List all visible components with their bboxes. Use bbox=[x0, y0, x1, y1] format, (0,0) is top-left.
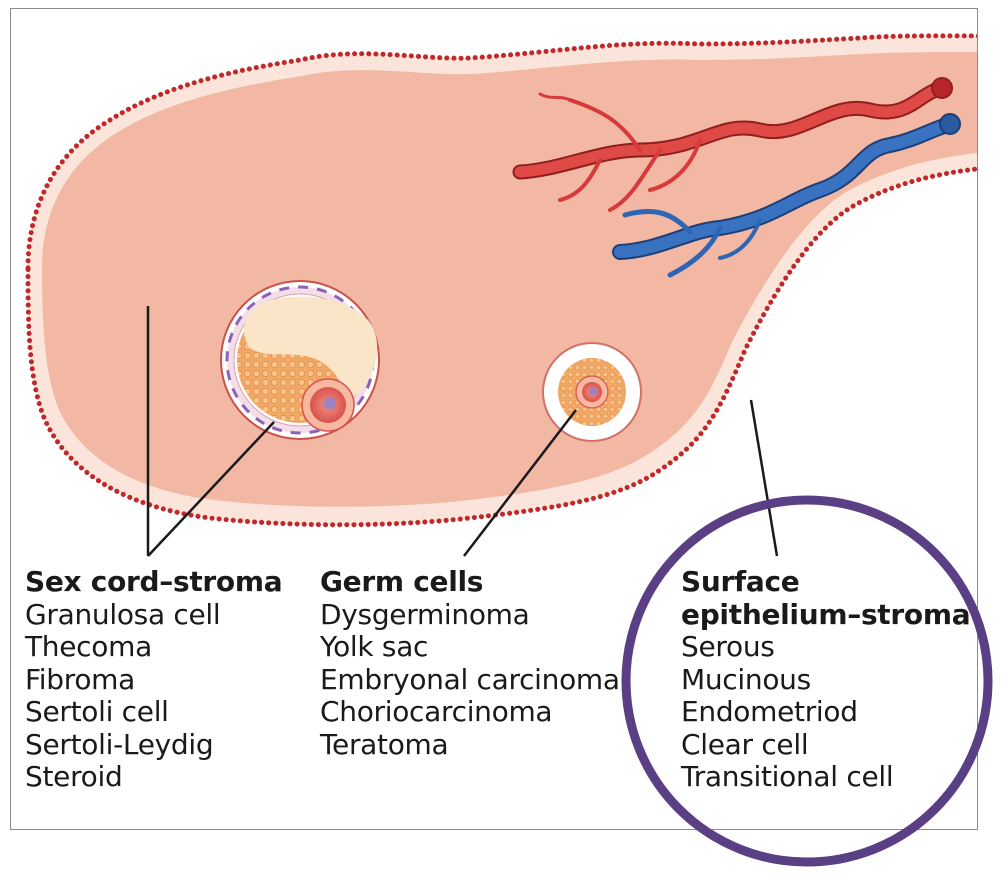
surface-heading-line2: epithelium–stroma bbox=[681, 599, 970, 632]
list-item: Mucinous bbox=[681, 664, 970, 697]
surface-heading-line1: Surface bbox=[681, 566, 970, 599]
list-item: Endometriod bbox=[681, 696, 970, 729]
list-item: Clear cell bbox=[681, 729, 970, 762]
surface-epithelium-list: Surface epithelium–stroma Serous Mucinou… bbox=[681, 566, 970, 794]
list-item: Yolk sac bbox=[320, 631, 620, 664]
germ-cells-list: Germ cells Dysgerminoma Yolk sac Embryon… bbox=[320, 566, 620, 761]
list-item: Choriocarcinoma bbox=[320, 696, 620, 729]
sex-cord-heading: Sex cord–stroma bbox=[25, 566, 282, 599]
list-item: Fibroma bbox=[25, 664, 282, 697]
list-item: Granulosa cell bbox=[25, 599, 282, 632]
ovary-body bbox=[42, 52, 1006, 507]
small-follicle bbox=[543, 343, 641, 441]
list-item: Embryonal carcinoma bbox=[320, 664, 620, 697]
germ-cells-heading: Germ cells bbox=[320, 566, 620, 599]
list-item: Steroid bbox=[25, 761, 282, 794]
large-follicle bbox=[221, 281, 379, 439]
list-item: Serous bbox=[681, 631, 970, 664]
sex-cord-stroma-list: Sex cord–stroma Granulosa cell Thecoma F… bbox=[25, 566, 282, 794]
list-item: Sertoli cell bbox=[25, 696, 282, 729]
list-item: Sertoli-Leydig bbox=[25, 729, 282, 762]
list-item: Transitional cell bbox=[681, 761, 970, 794]
list-item: Thecoma bbox=[25, 631, 282, 664]
list-item: Teratoma bbox=[320, 729, 620, 762]
list-item: Dysgerminoma bbox=[320, 599, 620, 632]
